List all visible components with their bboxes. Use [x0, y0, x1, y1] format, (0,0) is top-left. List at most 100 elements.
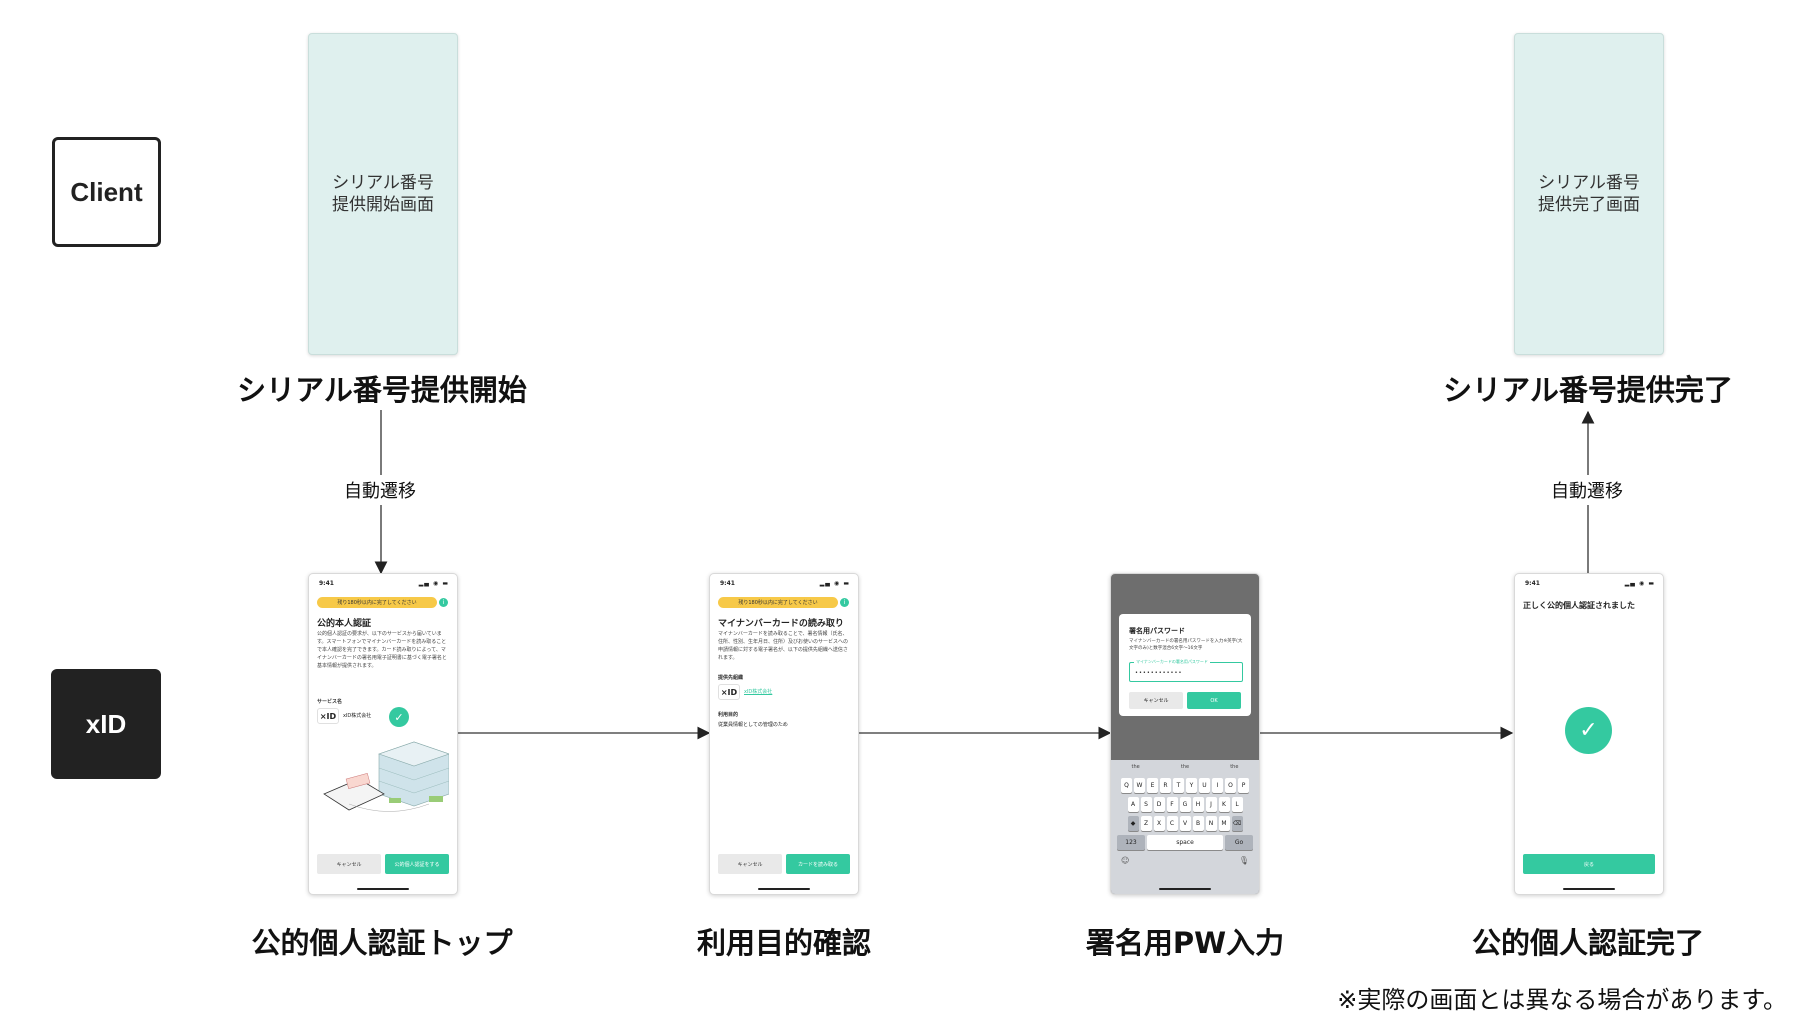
- key-q[interactable]: Q: [1121, 778, 1132, 793]
- key-z[interactable]: Z: [1140, 816, 1152, 831]
- password-field-value: ••••••••••••: [1135, 670, 1183, 676]
- disclaimer-note: ※実際の画面とは異なる場合があります。: [1337, 986, 1787, 1014]
- keyboard-bottom-bar: ☺ 🎙: [1111, 850, 1259, 865]
- status-icons: ▂▄ ◉ ▬: [819, 580, 850, 587]
- space-key[interactable]: space: [1147, 835, 1223, 850]
- start-auth-button[interactable]: 公的個人認証をする: [385, 854, 449, 874]
- key-a[interactable]: A: [1127, 797, 1139, 812]
- screen-title: 公的本人認証: [317, 619, 372, 629]
- key-x[interactable]: X: [1153, 816, 1165, 831]
- dialog-cancel-button[interactable]: キャンセル: [1129, 692, 1183, 709]
- key-p[interactable]: P: [1238, 778, 1249, 793]
- client-screen-serial-start: シリアル番号 提供開始画面: [308, 33, 458, 355]
- password-field[interactable]: マイナンバーカードの署名用パスワード ••••••••••••: [1129, 659, 1243, 682]
- password-dialog: 署名用パスワード マイナンバーカードの署名用パスワードを入力※英字(大文字のみ)…: [1119, 614, 1251, 716]
- backspace-key[interactable]: ⌫: [1231, 816, 1243, 831]
- key-c[interactable]: C: [1166, 816, 1178, 831]
- key-u[interactable]: U: [1199, 778, 1210, 793]
- phone-pw-input: 署名用パスワード マイナンバーカードの署名用パスワードを入力※英字(大文字のみ)…: [1110, 573, 1260, 895]
- info-icon[interactable]: i: [439, 598, 448, 607]
- purpose-label: 利用目的: [718, 712, 739, 718]
- numbers-key[interactable]: 123: [1117, 835, 1145, 850]
- key-t[interactable]: T: [1173, 778, 1184, 793]
- key-n[interactable]: N: [1205, 816, 1217, 831]
- caption-serial-start: シリアル番号提供開始: [237, 373, 527, 407]
- key-k[interactable]: K: [1218, 797, 1230, 812]
- caption-auth-top: 公的個人認証トップ: [251, 926, 513, 960]
- status-icons: ▂▄ ◉ ▬: [418, 580, 449, 587]
- xid-logo: ×ID: [718, 684, 740, 700]
- suggestion[interactable]: the: [1230, 764, 1239, 770]
- dialog-ok-button[interactable]: OK: [1187, 692, 1241, 709]
- key-h[interactable]: H: [1192, 797, 1204, 812]
- client-lane-label: Client: [52, 137, 161, 247]
- screen-title: 正しく公的個人認証されました: [1523, 601, 1635, 610]
- client-screen-serial-complete: シリアル番号 提供完了画面: [1514, 33, 1664, 355]
- key-f[interactable]: F: [1166, 797, 1178, 812]
- success-check-icon: ✓: [1565, 707, 1612, 754]
- caption-auth-complete: 公的個人認証完了: [1471, 926, 1704, 960]
- service-label: サービス名: [317, 699, 343, 705]
- provider-label: 提供先組織: [718, 675, 744, 681]
- key-w[interactable]: W: [1134, 778, 1145, 793]
- screen-body: マイナンバーカードを読み取ることで、署名情報（氏名、住所、性別、生年月日、住所）…: [718, 631, 849, 661]
- xid-lane-label: xID: [51, 669, 161, 779]
- home-indicator: [758, 888, 810, 890]
- client-screen-text-line1: シリアル番号: [1538, 173, 1640, 193]
- auto-transition-label-1: 自動遷移: [338, 475, 422, 505]
- home-indicator: [1563, 888, 1615, 890]
- status-bar: 9:41 ▂▄ ◉ ▬: [1525, 580, 1655, 588]
- client-screen-text-line1: シリアル番号: [332, 173, 434, 193]
- read-card-button[interactable]: カードを読み取る: [786, 854, 850, 874]
- go-key[interactable]: Go: [1225, 835, 1253, 850]
- caption-purpose-confirm: 利用目的確認: [696, 926, 871, 960]
- home-indicator: [1159, 888, 1211, 890]
- key-e[interactable]: E: [1147, 778, 1158, 793]
- shift-key[interactable]: ◆: [1127, 816, 1139, 831]
- keyboard-suggestions: the the the: [1111, 760, 1259, 774]
- cancel-button[interactable]: キャンセル: [718, 854, 782, 874]
- time-limit-banner: 残り180秒以内に完了してください: [317, 597, 437, 608]
- company-link[interactable]: xID株式会社: [744, 689, 773, 695]
- suggestion[interactable]: the: [1180, 764, 1190, 770]
- dialog-body: マイナンバーカードの署名用パスワードを入力※英字(大文字のみ)と数字混合6文字〜…: [1129, 639, 1243, 651]
- status-bar: 9:41 ▂▄ ◉ ▬: [720, 580, 850, 588]
- key-g[interactable]: G: [1179, 797, 1191, 812]
- key-d[interactable]: D: [1153, 797, 1165, 812]
- key-l[interactable]: L: [1231, 797, 1243, 812]
- caption-pw-input: 署名用PW入力: [1085, 926, 1285, 960]
- back-button[interactable]: 戻る: [1523, 854, 1655, 874]
- key-r[interactable]: R: [1160, 778, 1171, 793]
- building-illustration: [323, 741, 449, 812]
- suggestion[interactable]: the: [1131, 764, 1140, 770]
- status-icons: ▂▄ ◉ ▬: [1624, 580, 1655, 587]
- key-m[interactable]: M: [1218, 816, 1230, 831]
- key-i[interactable]: I: [1212, 778, 1223, 793]
- screen-title: マイナンバーカードの読み取り: [718, 619, 844, 629]
- xid-logo: ×ID: [317, 708, 339, 724]
- home-indicator: [357, 888, 409, 890]
- time-limit-banner: 残り180秒以内に完了してください: [718, 597, 838, 608]
- key-o[interactable]: O: [1225, 778, 1236, 793]
- info-icon[interactable]: i: [840, 598, 849, 607]
- phone-auth-top: 9:41 ▂▄ ◉ ▬ 残り180秒以内に完了してください i 公的本人認証 公…: [308, 573, 458, 895]
- key-j[interactable]: J: [1205, 797, 1217, 812]
- mic-icon[interactable]: 🎙: [1238, 856, 1249, 865]
- key-v[interactable]: V: [1179, 816, 1191, 831]
- dialog-title: 署名用パスワード: [1129, 627, 1185, 635]
- password-field-label: マイナンバーカードの署名用パスワード: [1134, 659, 1210, 665]
- client-screen-text-line2: 提供完了画面: [1538, 195, 1640, 215]
- key-y[interactable]: Y: [1186, 778, 1197, 793]
- key-s[interactable]: S: [1140, 797, 1152, 812]
- cancel-button[interactable]: キャンセル: [317, 854, 381, 874]
- key-b[interactable]: B: [1192, 816, 1204, 831]
- status-bar: 9:41 ▂▄ ◉ ▬: [319, 580, 449, 588]
- status-time: 9:41: [720, 580, 735, 587]
- client-screen-text-line2: 提供開始画面: [332, 195, 434, 215]
- emoji-icon[interactable]: ☺: [1121, 856, 1130, 865]
- status-time: 9:41: [319, 580, 334, 587]
- purpose-value: 従業員情報としての管理のため: [718, 722, 788, 728]
